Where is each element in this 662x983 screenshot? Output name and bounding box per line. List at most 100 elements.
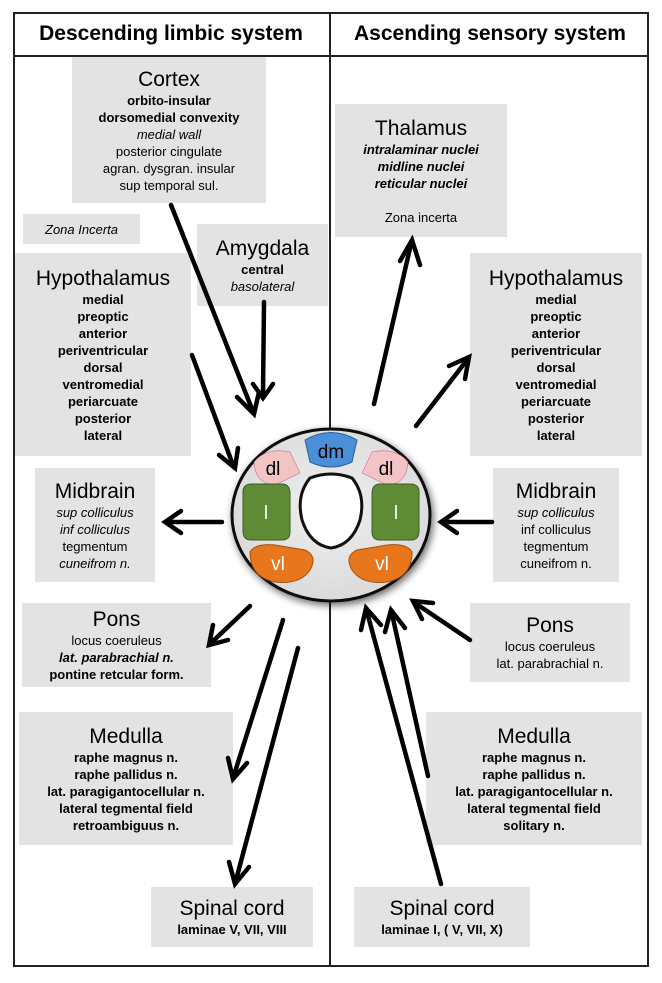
box-line: reticular nuclei	[374, 175, 468, 191]
arrow-amygdala-to-pag	[250, 299, 276, 402]
box-line: sup temporal sul.	[119, 177, 219, 193]
box-line: lateral tegmental field	[467, 800, 601, 816]
pag-column-dm	[304, 432, 358, 468]
box-line: lat. parabrachial n.	[59, 650, 174, 665]
amygdala-title: Amygdala	[215, 236, 310, 260]
box-line: agran. dysgran. insular	[102, 160, 236, 176]
box-line: tegmentum	[523, 538, 589, 554]
box-line: raphe pallidus n.	[74, 766, 178, 782]
box-medulla-right: Medulla raphe magnus n.raphe pallidus n.…	[426, 712, 642, 845]
header-divider	[13, 55, 649, 57]
box-spinal-right: Spinal cord laminae I, ( V, VII, X)	[354, 887, 530, 947]
box-line: posterior	[527, 410, 585, 426]
arrow-cortex-to-pag	[168, 202, 262, 419]
medulla-left-lines: raphe magnus n.raphe pallidus n.lat. par…	[47, 749, 204, 834]
thalamus-title: Thalamus	[374, 116, 468, 140]
pag-column-vl-left	[249, 544, 314, 583]
arrow-pag-to-thalamus	[371, 234, 423, 407]
box-line: periarcuate	[520, 393, 592, 409]
box-zona-incerta: Zona Incerta	[23, 214, 140, 244]
arrow-pag-to-midbrain-left	[161, 508, 225, 536]
box-line: lat. paragigantocellular n.	[47, 783, 205, 799]
box-line: periventricular	[57, 342, 149, 358]
arrow-pag-to-spinal-left	[226, 645, 301, 889]
arrow-pag-to-hypothalamus-right	[413, 353, 472, 429]
box-line: sup colliculus	[517, 504, 595, 520]
box-line: sup colliculus	[56, 504, 134, 520]
arrows	[161, 202, 495, 889]
box-line: anterior	[531, 325, 581, 341]
pag-disk: dm dl dl l l vl vl	[230, 427, 432, 603]
arrow-pag-to-medulla-left	[225, 617, 286, 784]
hypothalamus-left-title: Hypothalamus	[35, 266, 171, 290]
diagram-frame	[13, 12, 649, 967]
zona-incerta-label: Zona Incerta	[45, 221, 118, 237]
box-line: ventromedial	[515, 376, 597, 392]
midbrain-left-title: Midbrain	[54, 479, 136, 503]
spinal-left-title: Spinal cord	[179, 897, 285, 920]
pag-label-vl-left: vl	[271, 554, 285, 575]
box-line: posterior cingulate	[115, 143, 223, 159]
cortex-title: Cortex	[138, 67, 200, 91]
box-line: lateral	[83, 427, 123, 443]
pag-label-dl-left: dl	[266, 459, 281, 480]
box-line: preoptic	[530, 308, 582, 324]
arrow-pons-right-to-pag	[409, 598, 473, 643]
arrow-spinal-right-to-pag	[358, 603, 444, 887]
box-line: retroambiguus n.	[72, 817, 180, 833]
box-line: orbito-insular	[127, 92, 211, 108]
box-line: periarcuate	[67, 393, 139, 409]
medulla-left-title: Medulla	[89, 724, 163, 748]
box-line: central	[241, 261, 284, 277]
header-descending: Descending limbic system	[39, 22, 303, 45]
pag-column-l-right	[371, 483, 420, 541]
pons-left-title: Pons	[92, 608, 141, 631]
arrow-midbrain-right-to-pag	[437, 508, 495, 536]
pag-label-l-right: l	[394, 503, 398, 524]
box-line: anterior	[78, 325, 128, 341]
medulla-right-title: Medulla	[497, 724, 571, 748]
box-line: intralaminar nuclei	[363, 141, 479, 157]
box-line: laminae I, ( V, VII, X)	[381, 922, 503, 937]
box-line: raphe magnus n.	[73, 749, 178, 765]
pag-column-l-left	[242, 483, 291, 541]
box-line: raphe pallidus n.	[482, 766, 586, 782]
box-line: cuneifrom n.	[59, 555, 131, 571]
box-line: lateral tegmental field	[59, 800, 193, 816]
box-line: cuneifrom n.	[520, 555, 592, 571]
arrow-medulla-right-to-pag	[382, 605, 431, 779]
box-line: tegmentum	[62, 538, 128, 554]
box-line: laminae V, VII, VIII	[177, 922, 287, 937]
pag-label-dm: dm	[318, 442, 344, 463]
arrow-hypothalamus-left-to-pag	[189, 352, 241, 473]
box-line: lat. parabrachial n.	[496, 656, 604, 671]
box-line: dorsal	[83, 359, 123, 375]
box-line: basolateral	[230, 278, 295, 294]
box-medulla-left: Medulla raphe magnus n.raphe pallidus n.…	[19, 712, 233, 845]
box-line: medial	[535, 291, 577, 307]
header-ascending: Ascending sensory system	[354, 22, 626, 45]
spinal-right-lines: laminae I, ( V, VII, X)	[381, 921, 503, 938]
pag-column-vl-right	[348, 544, 413, 583]
box-line: solitary n.	[503, 817, 565, 833]
medulla-right-lines: raphe magnus n.raphe pallidus n.lat. par…	[455, 749, 612, 834]
box-line: medial wall	[136, 126, 202, 142]
pag-aqueduct	[298, 472, 364, 550]
box-line: lateral	[536, 427, 576, 443]
box-line: dorsomedial convexity	[98, 109, 240, 125]
box-line: Zona incerta	[384, 209, 458, 225]
box-line: medial	[82, 291, 124, 307]
